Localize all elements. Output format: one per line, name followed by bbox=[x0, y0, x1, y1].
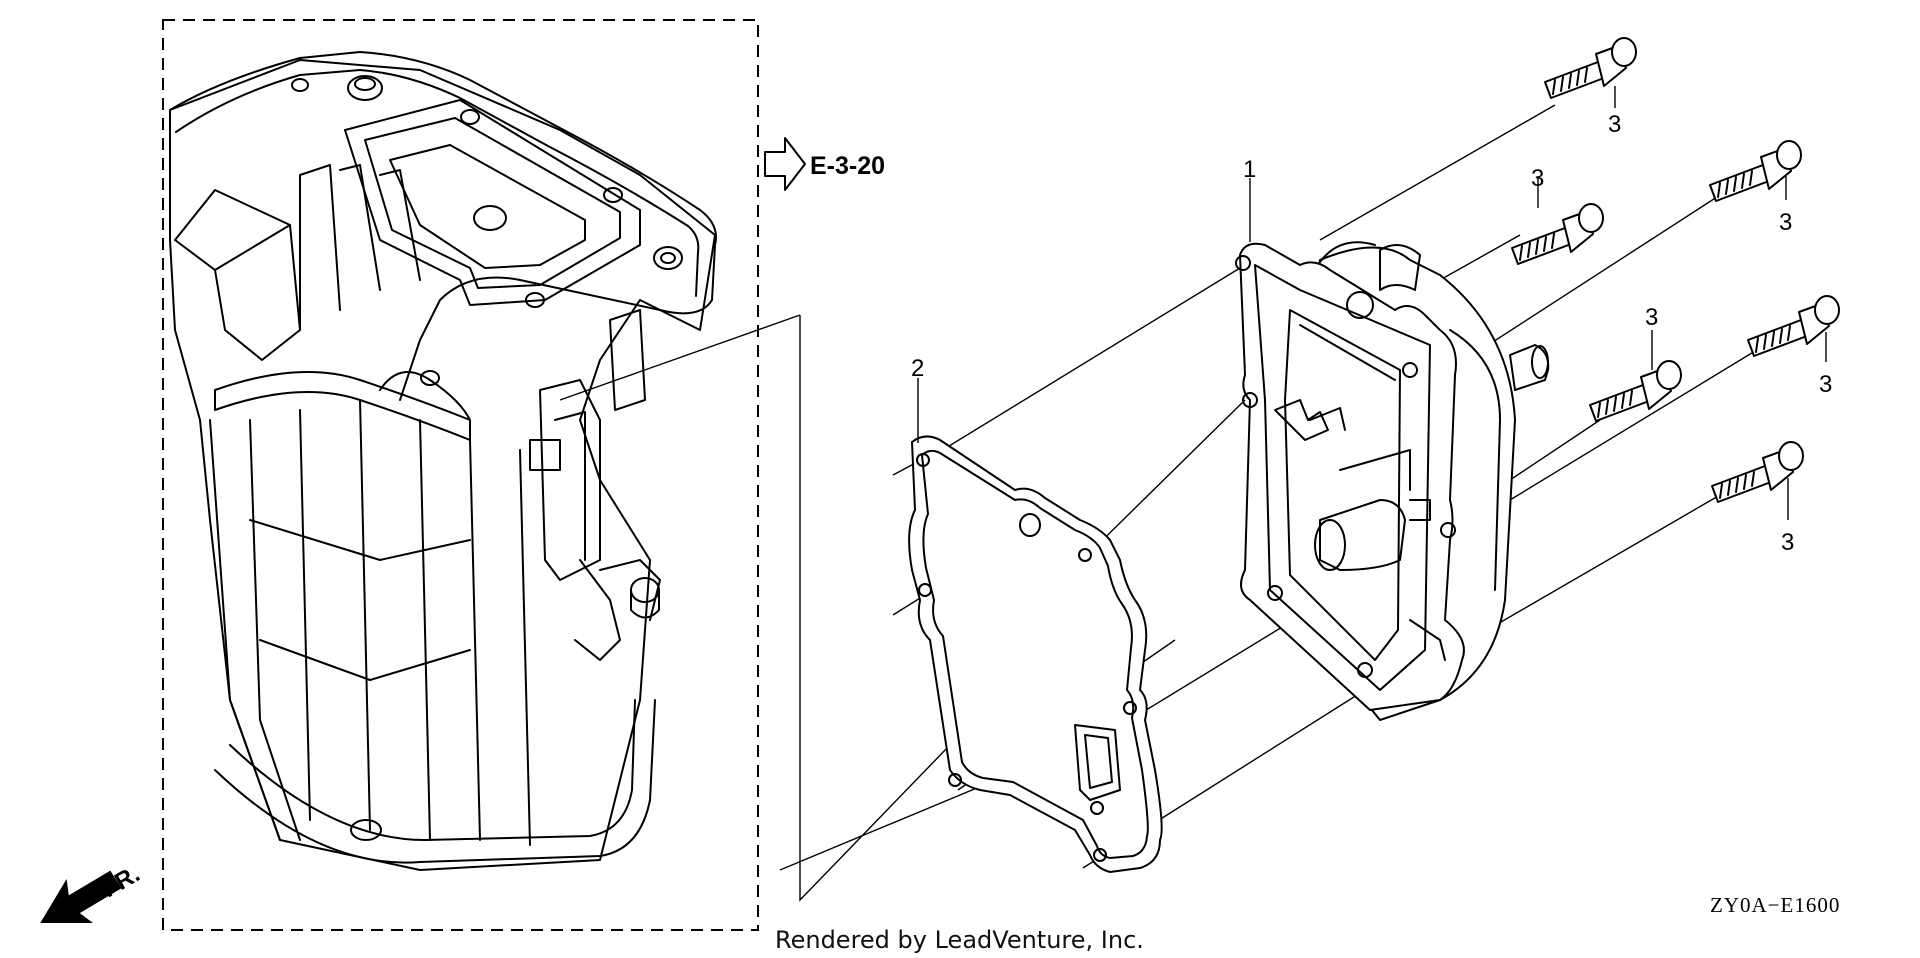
bolt-b bbox=[1511, 203, 1604, 265]
extension-case-drawing bbox=[169, 51, 717, 871]
front-direction-indicator: FR. bbox=[40, 860, 144, 923]
callout-part-3-d[interactable]: 3 bbox=[1645, 304, 1658, 331]
callout-part-1[interactable]: 1 bbox=[1243, 156, 1256, 183]
bolt-e bbox=[1747, 295, 1840, 357]
callout-part-3-e[interactable]: 3 bbox=[1819, 371, 1832, 398]
diagram-code: ZY0A−E1600 bbox=[1710, 893, 1840, 917]
credit-text: Rendered by LeadVenture, Inc. bbox=[775, 926, 1144, 954]
callout-part-2[interactable]: 2 bbox=[911, 355, 924, 382]
detail-box bbox=[162, 19, 759, 931]
cover-part bbox=[1235, 241, 1550, 721]
bolt-a bbox=[1544, 37, 1637, 99]
callout-leaders bbox=[917, 86, 1827, 520]
reference-link[interactable]: E-3-20 bbox=[764, 137, 885, 191]
arrow-down-left-icon bbox=[40, 870, 122, 923]
callout-part-3-a[interactable]: 3 bbox=[1608, 111, 1621, 138]
bolt-c bbox=[1709, 140, 1802, 202]
callout-part-3-c[interactable]: 3 bbox=[1779, 209, 1792, 236]
callout-labels: 1 2 3 3 3 3 3 3 bbox=[911, 111, 1832, 556]
bolt-d bbox=[1589, 360, 1682, 422]
bolt-f bbox=[1711, 441, 1804, 503]
bolt-parts bbox=[1511, 37, 1840, 503]
reference-link-label: E-3-20 bbox=[810, 152, 885, 180]
callout-part-3-b[interactable]: 3 bbox=[1531, 165, 1544, 192]
hollow-arrow-right-icon bbox=[764, 137, 806, 191]
callout-part-3-f[interactable]: 3 bbox=[1781, 529, 1794, 556]
gasket-part bbox=[908, 435, 1163, 873]
